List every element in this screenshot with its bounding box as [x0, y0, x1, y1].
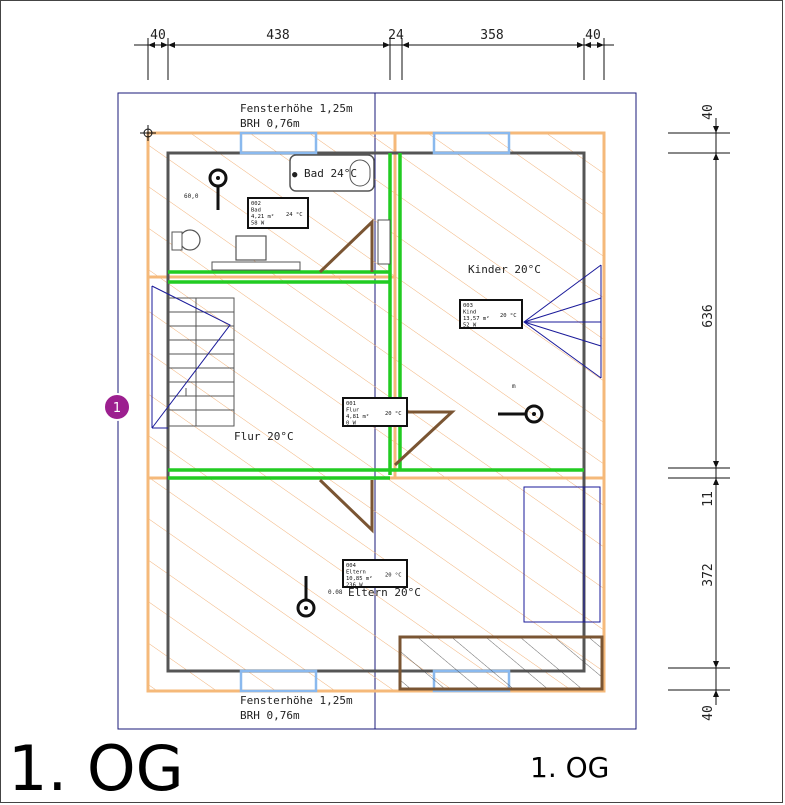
- room-stamp-text: 236 W: [346, 583, 363, 589]
- dimension-arrows-right: [713, 126, 719, 697]
- doors: [318, 218, 456, 534]
- dim-right-1: 40: [701, 104, 716, 120]
- toilet: [179, 229, 201, 251]
- sheet-title-small: 1. OG: [530, 751, 609, 784]
- interior-walls: [168, 153, 584, 480]
- room-stamp-text: 002: [251, 201, 261, 207]
- thermostat-icon: [296, 576, 316, 618]
- room-stamp-bad: [247, 197, 309, 229]
- wardrobe: [523, 486, 601, 623]
- bath-counter: [211, 261, 301, 271]
- thermostat-icon: [208, 168, 228, 210]
- dim-top-1: 40: [150, 28, 166, 43]
- kinder-small-value: m: [512, 383, 516, 390]
- room-stamp-eltern: [342, 559, 408, 588]
- room-label-bad: Bad 24°C: [304, 167, 357, 180]
- dim-top-5: 40: [585, 28, 601, 43]
- room-stamp-text: 10,85 m²: [346, 575, 373, 582]
- eltern-small-value: 0.08: [328, 589, 343, 596]
- room-stamp-text: Bad: [251, 208, 261, 214]
- room-stamp-text: 004: [346, 563, 357, 569]
- staircase: [167, 297, 235, 427]
- window-note-top-brh: BRH 0,76m: [240, 117, 300, 130]
- dim-top-2: 438: [266, 28, 289, 43]
- dimension-chain-top: [134, 38, 614, 80]
- room-stamp-kinder: [459, 299, 523, 329]
- room-stamp-text: 52 W: [463, 323, 477, 329]
- stair-lines: [151, 285, 231, 429]
- dim-right-2: 636: [701, 304, 716, 327]
- bath-value: 60,0: [184, 193, 199, 200]
- dim-right-3: 11: [701, 491, 716, 507]
- room-stamp-text: Eltern: [346, 570, 366, 576]
- window-note-bottom-height: Fensterhöhe 1,25m: [240, 694, 353, 707]
- dimension-chain-right: [668, 118, 730, 705]
- toilet-tank: [171, 231, 183, 251]
- svg-text:●: ●: [292, 170, 298, 180]
- marker-badge[interactable]: 1: [103, 393, 131, 421]
- marker-number: 1: [113, 401, 121, 416]
- dim-top-3: 24: [388, 28, 404, 43]
- dormer-symbol: [523, 264, 602, 379]
- room-label-eltern: Eltern 20°C: [348, 586, 421, 599]
- bath-shaft: [377, 219, 391, 265]
- room-stamp-text: Kind: [463, 310, 476, 316]
- bathtub: [289, 154, 375, 192]
- room-stamp-text: 58 W: [251, 221, 265, 227]
- room-stamp-text: 001: [346, 401, 356, 407]
- room-stamp-temp: 24 °C: [286, 212, 303, 218]
- window-note-bottom-brh: BRH 0,76m: [240, 709, 300, 722]
- window-note-top-height: Fensterhöhe 1,25m: [240, 102, 353, 115]
- room-stamp-text: 4,21 m²: [251, 213, 274, 220]
- dim-right-4: 372: [701, 563, 716, 586]
- room-label-flur: Flur 20°C: [234, 430, 294, 443]
- sheet-title-large: 1. OG: [8, 732, 184, 805]
- room-label-kinder: Kinder 20°C: [468, 263, 541, 276]
- room-stamp-flur: [342, 397, 408, 427]
- sink: [235, 235, 267, 261]
- room-stamp-text: 0 W: [346, 421, 357, 427]
- dim-top-4: 358: [480, 28, 503, 43]
- thermostat-icon: [498, 404, 544, 424]
- dimension-arrows-top: [148, 42, 604, 48]
- storage-area: [398, 635, 604, 691]
- room-stamp-text: 4,81 m²: [346, 413, 369, 420]
- outer-wall: [146, 131, 606, 693]
- room-stamp-text: 003: [463, 303, 473, 309]
- room-stamp-text: 13,57 m²: [463, 315, 490, 322]
- room-stamp-temp: 20 °C: [385, 411, 402, 417]
- dim-right-5: 40: [701, 705, 716, 721]
- origin-cross: [140, 125, 156, 141]
- room-stamp-temp: 20 °C: [385, 573, 402, 579]
- room-stamp-text: Flur: [346, 408, 360, 414]
- bathtub-end: [349, 159, 371, 187]
- room-stamp-temp: 20 °C: [500, 313, 517, 319]
